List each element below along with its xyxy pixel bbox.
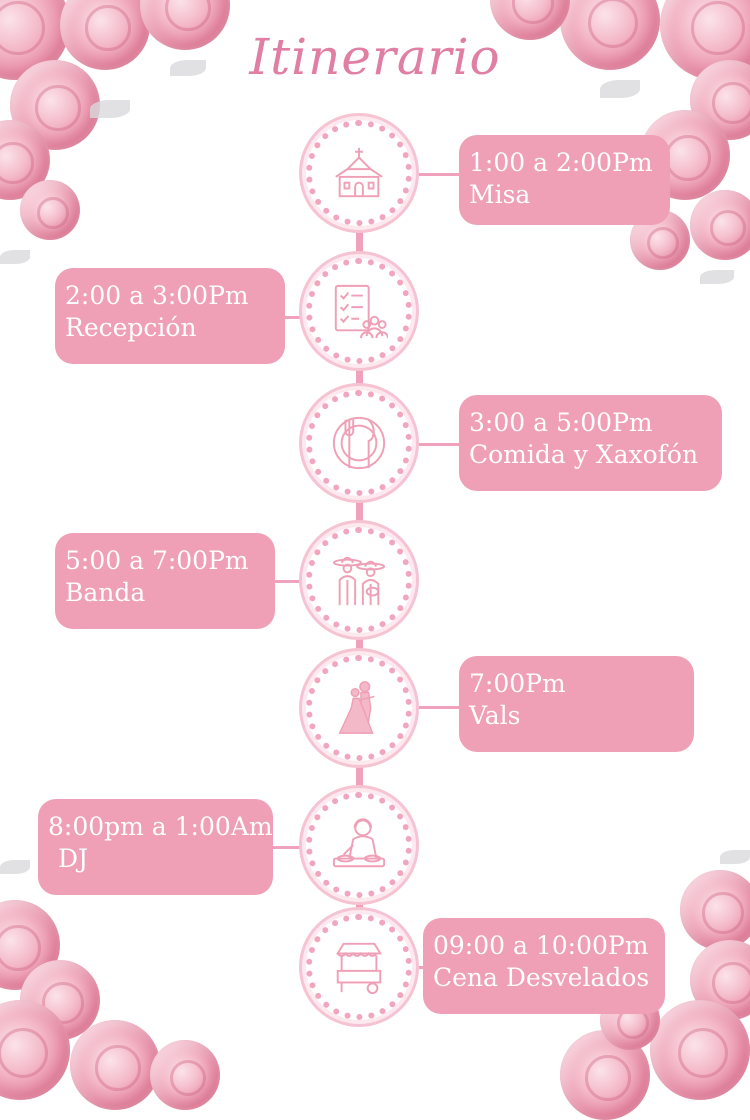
event-time: 8:00pm a 1:00Am	[48, 812, 273, 841]
mariachi-icon	[332, 556, 386, 606]
event-time: 09:00 a 10:00Pm	[433, 931, 649, 960]
connector	[285, 316, 308, 319]
event-label: DJ	[58, 844, 89, 873]
dancing-couple-icon	[338, 681, 375, 734]
timeline-node-banda	[306, 527, 412, 633]
event-card-comida: 3:00 a 5:00Pm Comida y Xaxofón	[459, 395, 722, 491]
food-cart-icon	[336, 942, 382, 995]
event-label: Comida y Xaxofón	[469, 440, 699, 469]
event-card-recepcion: 2:00 a 3:00Pm Recepción	[55, 268, 285, 364]
event-label: Cena Desvelados	[433, 963, 650, 992]
event-card-vals: 7:00Pm Vals	[459, 656, 694, 752]
timeline-node-recepcion	[306, 258, 412, 364]
connector	[410, 443, 462, 446]
checklist-guests-icon	[334, 284, 388, 339]
event-card-dj: 8:00pm a 1:00Am DJ	[38, 799, 273, 895]
event-time: 3:00 a 5:00Pm	[469, 408, 653, 437]
timeline-node-misa	[306, 120, 412, 226]
connector	[410, 966, 426, 969]
church-icon	[335, 147, 383, 198]
timeline-node-cena	[306, 914, 412, 1020]
dj-icon	[332, 818, 386, 868]
timeline-node-dj	[306, 792, 412, 898]
event-time: 7:00Pm	[469, 669, 566, 698]
event-time: 5:00 a 7:00Pm	[65, 546, 249, 575]
connector	[272, 846, 308, 849]
event-label: Vals	[469, 701, 521, 730]
event-card-banda: 5:00 a 7:00Pm Banda	[55, 533, 275, 629]
plate-cutlery-icon	[332, 416, 386, 470]
event-card-misa: 1:00 a 2:00Pm Misa	[459, 135, 670, 225]
event-time: 2:00 a 3:00Pm	[65, 281, 249, 310]
connector	[275, 580, 308, 583]
page-title: Itinerario	[249, 28, 501, 86]
event-label: Recepción	[65, 313, 197, 342]
connector	[410, 706, 462, 709]
event-time: 1:00 a 2:00Pm	[469, 148, 653, 177]
timeline-node-comida	[306, 390, 412, 496]
timeline-node-vals	[306, 655, 412, 761]
event-card-cena: 09:00 a 10:00Pm Cena Desvelados	[423, 918, 665, 1014]
event-label: Misa	[469, 180, 531, 209]
event-label: Banda	[65, 578, 146, 607]
connector	[410, 173, 462, 176]
